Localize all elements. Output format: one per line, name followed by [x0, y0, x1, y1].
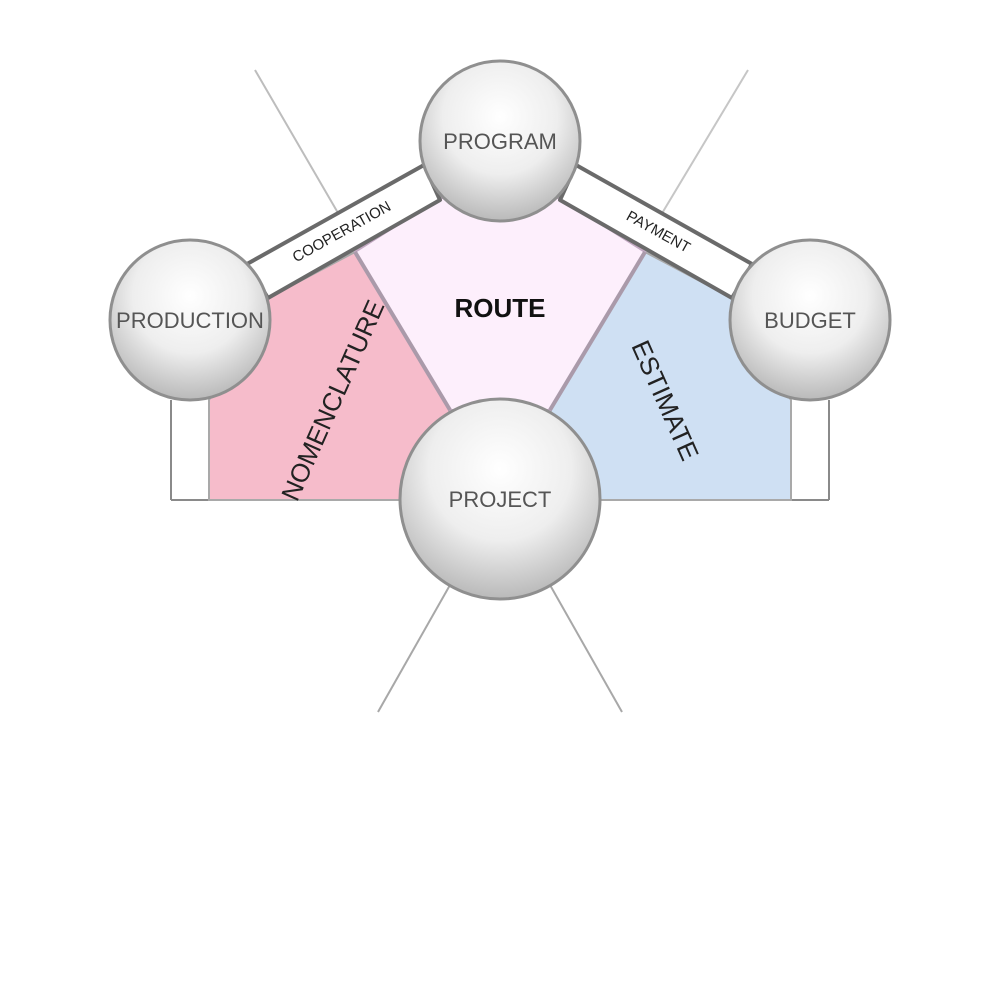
node-program[interactable]: PROGRAM: [418, 59, 582, 223]
node-budget[interactable]: BUDGET: [728, 238, 892, 402]
route-label: ROUTE: [455, 293, 546, 323]
guide-line-top-left: [254, 69, 346, 226]
route-divider-left: [353, 250, 452, 412]
guide-lines: [105, 69, 895, 713]
node-project[interactable]: PROJECT: [398, 397, 602, 601]
pillar-right: [790, 400, 830, 585]
guide-line-bottom-left: [377, 584, 451, 713]
node-production[interactable]: PRODUCTION: [108, 238, 272, 402]
node-program-label: PROGRAM: [443, 129, 557, 154]
node-budget-label: BUDGET: [764, 308, 856, 333]
node-project-label: PROJECT: [449, 487, 552, 512]
guide-line-top-right: [654, 69, 749, 226]
guide-line-bottom-right: [549, 584, 623, 713]
pillar-left: [170, 400, 210, 585]
node-production-label: PRODUCTION: [116, 308, 264, 333]
route-divider-right: [548, 250, 647, 412]
